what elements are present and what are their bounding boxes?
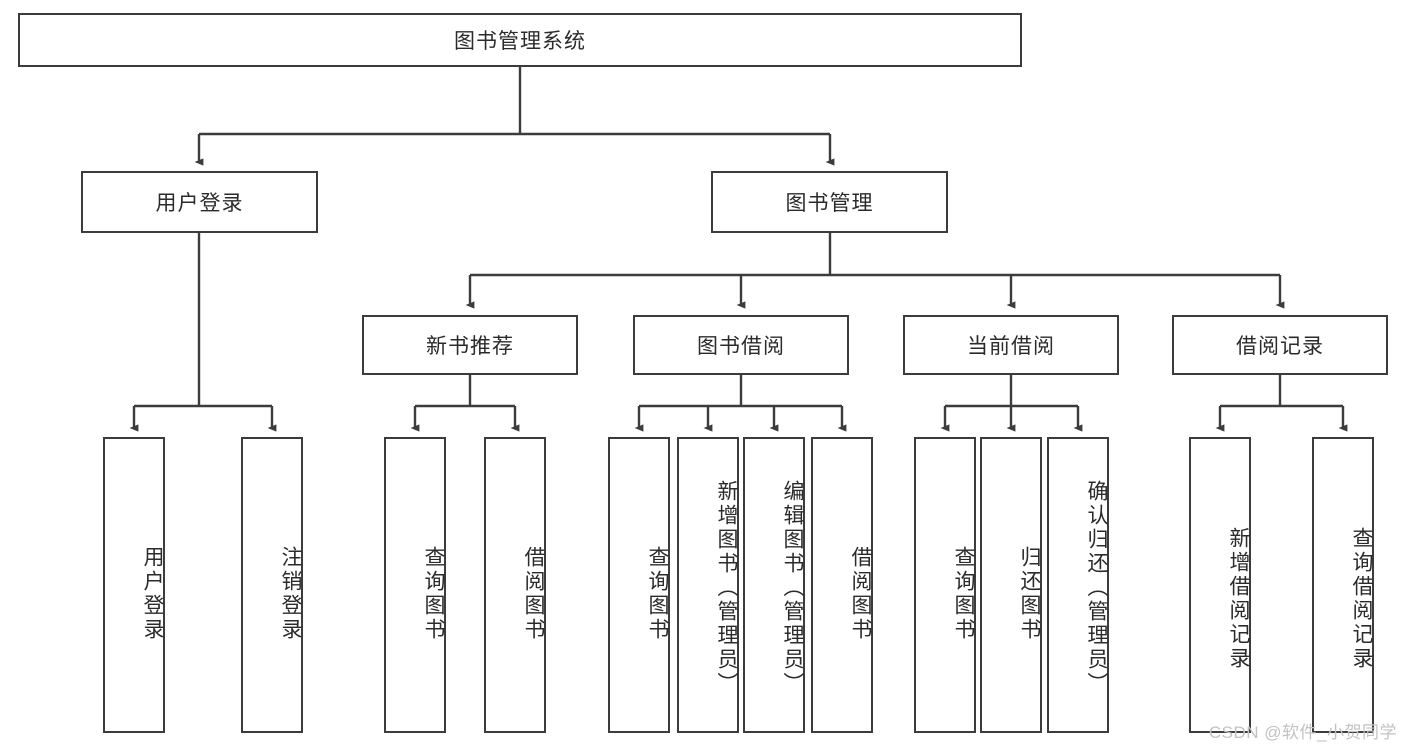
node-label: 当前借阅 (967, 335, 1055, 358)
node-root-label: 图书管理系统 (454, 30, 586, 53)
leaf-node[interactable]: 确认归还（管理员） (1047, 437, 1109, 733)
leaf-label: 借阅图书 (522, 546, 545, 642)
leaf-node[interactable]: 借阅图书 (484, 437, 546, 733)
leaf-node[interactable]: 编辑图书（管理员） (743, 437, 805, 733)
leaf-node[interactable]: 新增借阅记录 (1189, 437, 1251, 733)
csdn-watermark: CSDN @软件_小贺同学 (1208, 723, 1397, 742)
node-book-management[interactable]: 图书管理 (711, 171, 948, 233)
leaf-label: 借阅图书 (849, 546, 872, 642)
node-user-login[interactable]: 用户登录 (81, 171, 318, 233)
leaf-node[interactable]: 查询图书 (608, 437, 670, 733)
leaf-label: 查询图书 (646, 546, 669, 642)
leaf-label: 确认归还（管理员） (1085, 480, 1108, 696)
node-borrow-record[interactable]: 借阅记录 (1172, 315, 1388, 375)
leaf-node[interactable]: 查询图书 (384, 437, 446, 733)
node-label: 用户登录 (155, 192, 244, 215)
leaf-node[interactable]: 查询图书 (914, 437, 976, 733)
leaf-label: 新增借阅记录 (1227, 527, 1250, 671)
leaf-node[interactable]: 借阅图书 (811, 437, 873, 733)
leaf-node[interactable]: 新增图书（管理员） (677, 437, 739, 733)
node-current-borrow[interactable]: 当前借阅 (903, 315, 1119, 375)
leaf-label: 新增图书（管理员） (715, 480, 738, 696)
leaf-node[interactable]: 查询借阅记录 (1312, 437, 1374, 733)
leaf-node[interactable]: 用户登录 (103, 437, 165, 733)
leaf-label: 查询图书 (422, 546, 445, 642)
leaf-node[interactable]: 归还图书 (980, 437, 1042, 733)
leaf-label: 注销登录 (279, 546, 302, 642)
leaf-label: 归还图书 (1018, 546, 1041, 642)
node-label: 新书推荐 (426, 335, 514, 358)
node-label: 图书借阅 (697, 335, 785, 358)
leaf-node[interactable]: 注销登录 (241, 437, 303, 733)
node-new-book-recommend[interactable]: 新书推荐 (362, 315, 578, 375)
node-label: 图书管理 (785, 192, 874, 215)
leaf-label: 编辑图书（管理员） (781, 480, 804, 696)
node-label: 借阅记录 (1236, 335, 1324, 358)
node-book-borrow[interactable]: 图书借阅 (633, 315, 849, 375)
leaf-label: 用户登录 (141, 546, 164, 642)
leaf-label: 查询借阅记录 (1350, 527, 1373, 671)
leaf-label: 查询图书 (952, 546, 975, 642)
node-root[interactable]: 图书管理系统 (18, 13, 1022, 67)
